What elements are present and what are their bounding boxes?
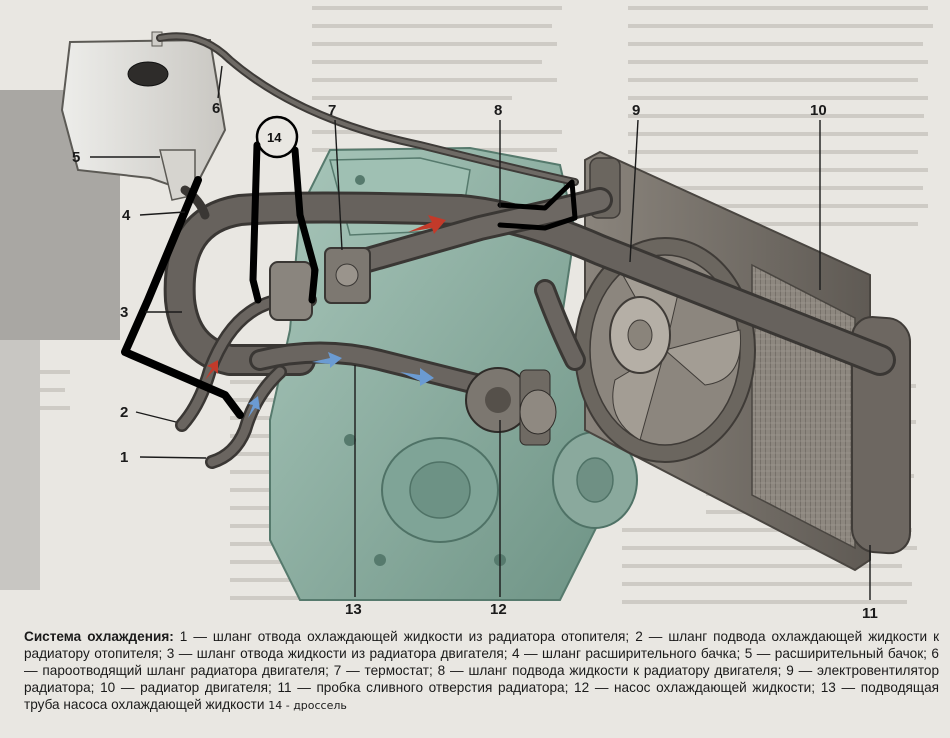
label-4: 4 <box>122 207 131 224</box>
figure-caption: Система охлаждения: 1 — шланг отвода охл… <box>24 628 939 714</box>
label-2: 2 <box>120 404 128 421</box>
hand-annotation <box>121 115 578 419</box>
caption-item-1: 1 — шланг отвода охлаждающей жидкости из… <box>179 629 630 644</box>
label-1: 1 <box>120 449 128 466</box>
label-11: 11 <box>862 605 878 622</box>
caption-item-4: 4 — шланг расширительного бачка; <box>511 646 741 661</box>
flow-arrows <box>205 215 446 418</box>
caption-item-2: 2 — шланг подвода охлаждающей жидкости к… <box>24 629 940 661</box>
caption-item-3: 3 — шланг отвода жидкости из радиатора д… <box>166 646 508 661</box>
label-6: 6 <box>212 100 220 117</box>
leader-lines <box>90 65 871 600</box>
coolant-pump <box>465 367 557 446</box>
annotation-circle-14 <box>255 115 299 159</box>
label-3: 3 <box>120 304 128 321</box>
caption-item-9: 9 — электровентилятор радиатора; <box>24 663 940 695</box>
caption-item-8: 8 — шланг подвода жидкости к радиатору д… <box>437 663 782 678</box>
label-10: 10 <box>810 102 827 119</box>
annotation-throttle-line <box>121 176 244 419</box>
label-8: 8 <box>494 102 502 119</box>
caption-item-12: 12 — насос охлаждающей жидкости; <box>574 680 816 695</box>
caption-item-10: 10 — радиатор двигателя; <box>100 680 272 695</box>
label-9: 9 <box>632 102 640 119</box>
caption-note-14: 14 - дроссель <box>268 699 347 712</box>
caption-item-7: 7 — термостат; <box>333 663 433 678</box>
cooling-system-illustration: 1 2 3 4 5 6 7 8 9 10 11 12 13 14 <box>0 6 933 622</box>
label-13: 13 <box>345 601 362 618</box>
throttle-body <box>269 261 313 321</box>
caption-item-13: 13 — подводящая труба насоса охлаждающей… <box>24 680 940 712</box>
caption-item-5: 5 — расширительный бачок; <box>744 646 927 661</box>
label-7: 7 <box>328 102 336 119</box>
caption-item-6: 6 — пароотводящий шланг радиатора двигат… <box>24 646 939 678</box>
caption-title: Система охлаждения: <box>24 629 174 644</box>
label-5: 5 <box>72 149 80 166</box>
label-12: 12 <box>490 601 507 618</box>
label-14: 14 <box>267 130 282 145</box>
thermostat <box>324 247 371 304</box>
caption-item-11: 11 — пробка сливного отверстия радиатора… <box>277 680 569 695</box>
